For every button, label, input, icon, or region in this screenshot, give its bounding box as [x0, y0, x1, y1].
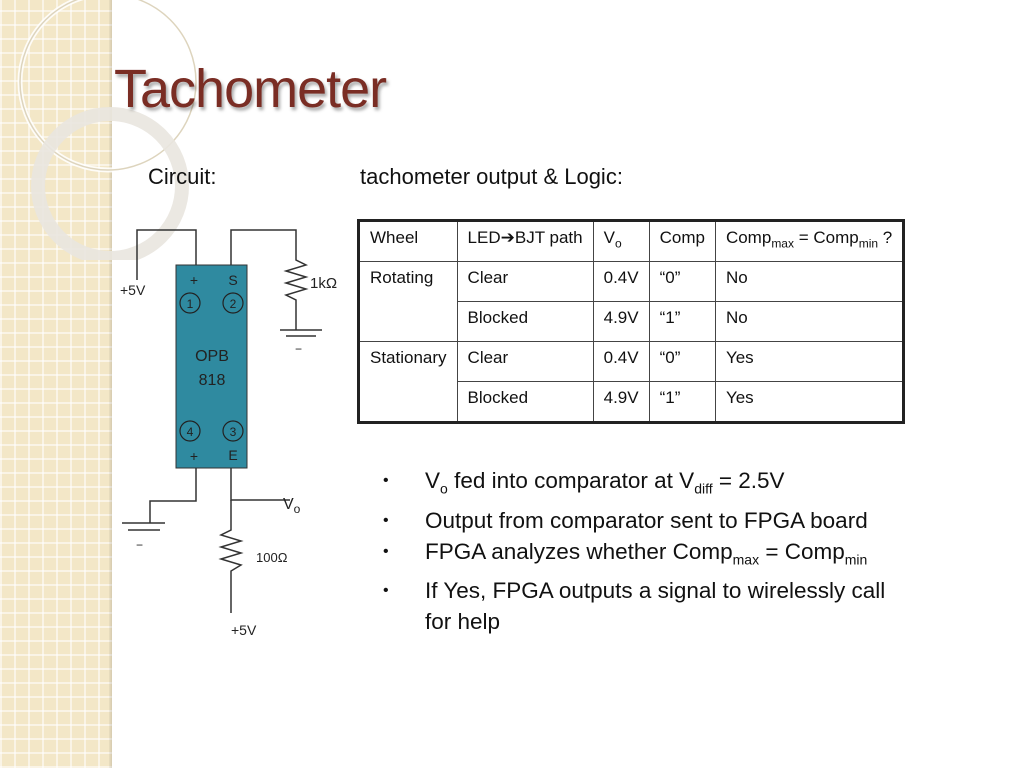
cell-comp: “1” — [648, 381, 716, 423]
arrow-right-icon: ➔ — [500, 228, 515, 247]
header-vo-main: V — [603, 228, 615, 247]
cell-equal: No — [714, 261, 905, 302]
chip-name-line2: 818 — [199, 372, 226, 389]
wire-ground-left — [149, 468, 197, 523]
decorative-side-strip — [0, 0, 112, 768]
list-item: • FPGA analyzes whether Compmax = Compmi… — [383, 536, 983, 576]
ground-minus-right: − — [295, 342, 302, 356]
bullet-marker: • — [383, 582, 389, 599]
circuit-diagram: + S 1 2 OPB 818 4 3 + E +5V 1kΩ − − Vo 1… — [120, 229, 337, 638]
header-compare-a: Comp — [725, 228, 772, 247]
list-item: • Vo fed into comparator at Vdiff = 2.5V — [383, 465, 983, 505]
table-header-row: Wheel LED➔BJT path Vo Comp Compmax = Com… — [358, 220, 905, 262]
pin-2: 2 — [230, 297, 237, 311]
cell-wheel-empty — [358, 301, 458, 342]
resistor-label-1k: 1kΩ — [310, 275, 337, 292]
header-comp: Comp — [648, 220, 716, 262]
bullet-text: = 2.5V — [712, 468, 785, 493]
cell-equal: Yes — [714, 381, 905, 423]
cell-equal: Yes — [714, 341, 905, 382]
pin-plus-top: + — [190, 272, 198, 288]
cell-vo: 4.9V — [592, 301, 650, 342]
bullet-marker: • — [383, 511, 389, 529]
output-label-main: V — [283, 496, 294, 513]
logic-table: Wheel LED➔BJT path Vo Comp Compmax = Com… — [357, 219, 906, 424]
header-compare-min: min — [858, 236, 879, 251]
table-row: Rotating Clear 0.4V “0” No — [358, 261, 905, 302]
bullet-subscript: o — [440, 480, 448, 497]
slide-title: Tachometer — [114, 59, 387, 119]
output-label-sub: o — [294, 502, 301, 516]
header-path: LED➔BJT path — [456, 220, 594, 262]
bullet-text: If Yes, FPGA outputs a signal to wireles… — [425, 578, 886, 603]
bullet-text: V — [425, 468, 441, 493]
cell-path: Clear — [456, 261, 594, 302]
cell-equal: No — [714, 301, 905, 342]
bullet-subscript: min — [844, 551, 868, 567]
wire-supply-top — [136, 229, 197, 280]
cell-vo: 0.4V — [592, 341, 650, 382]
opb818-sensor — [175, 264, 248, 469]
cell-path: Blocked — [456, 381, 594, 423]
header-vo: Vo — [592, 220, 650, 262]
bullet-subscript: max — [732, 551, 760, 567]
pin-e: E — [228, 447, 237, 463]
header-path-led: LED — [467, 228, 501, 247]
header-path-bjt: BJT path — [514, 228, 583, 247]
resistor-label-100: 100Ω — [256, 550, 288, 565]
header-compare: Compmax = Compmin ? — [714, 220, 905, 262]
cell-comp: “0” — [648, 261, 716, 302]
bullet-list: • Vo fed into comparator at Vdiff = 2.5V… — [383, 465, 983, 637]
chip-name-line1: OPB — [195, 348, 229, 365]
cell-wheel-empty — [358, 381, 458, 423]
pin-plus-bottom: + — [190, 448, 198, 464]
wire-output — [230, 468, 290, 501]
bullet-marker: • — [383, 472, 389, 489]
bullet-text: Output from comparator sent to FPGA boar… — [425, 507, 868, 533]
pin-s: S — [228, 272, 237, 288]
wire-sensor-to-resistor — [230, 229, 297, 265]
bullet-text: fed into comparator at V — [447, 468, 695, 493]
cell-vo: 4.9V — [592, 381, 650, 423]
resistor-100 — [218, 500, 244, 613]
cell-wheel: Rotating — [358, 261, 458, 302]
supply-label-top: +5V — [120, 282, 146, 298]
header-vo-sub: o — [614, 236, 622, 251]
cell-path: Clear — [456, 341, 594, 382]
circuit-label: Circuit: — [148, 164, 217, 189]
pin-4: 4 — [187, 425, 194, 439]
table-row: Blocked 4.9V “1” Yes — [358, 381, 905, 423]
cell-wheel: Stationary — [358, 341, 458, 382]
bullet-text: FPGA analyzes whether Comp — [425, 538, 733, 564]
bullet-text: for help — [425, 609, 501, 634]
cell-comp: “1” — [648, 301, 716, 342]
resistor-1k — [283, 255, 309, 330]
bullet-marker: • — [383, 542, 389, 560]
logic-label: tachometer output & Logic: — [360, 164, 623, 189]
header-compare-max: max — [771, 236, 794, 251]
list-item: • If Yes, FPGA outputs a signal to wirel… — [383, 575, 983, 637]
list-item: • Output from comparator sent to FPGA bo… — [383, 505, 983, 536]
supply-label-bottom: +5V — [231, 622, 257, 638]
output-label: Vo — [283, 496, 301, 516]
bullet-text: = Comp — [759, 538, 845, 564]
pin-1: 1 — [187, 297, 194, 311]
table-row: Stationary Clear 0.4V “0” Yes — [358, 341, 905, 382]
table-row: Blocked 4.9V “1” No — [358, 301, 905, 342]
ground-minus-left: − — [136, 538, 143, 552]
cell-vo: 0.4V — [592, 261, 650, 302]
bullet-subscript: diff — [694, 480, 713, 497]
header-wheel: Wheel — [358, 220, 458, 262]
cell-path: Blocked — [456, 301, 594, 342]
cell-comp: “0” — [648, 341, 716, 382]
header-compare-end: ? — [878, 228, 893, 247]
pin-3: 3 — [230, 425, 237, 439]
header-compare-mid: = Comp — [793, 228, 859, 247]
